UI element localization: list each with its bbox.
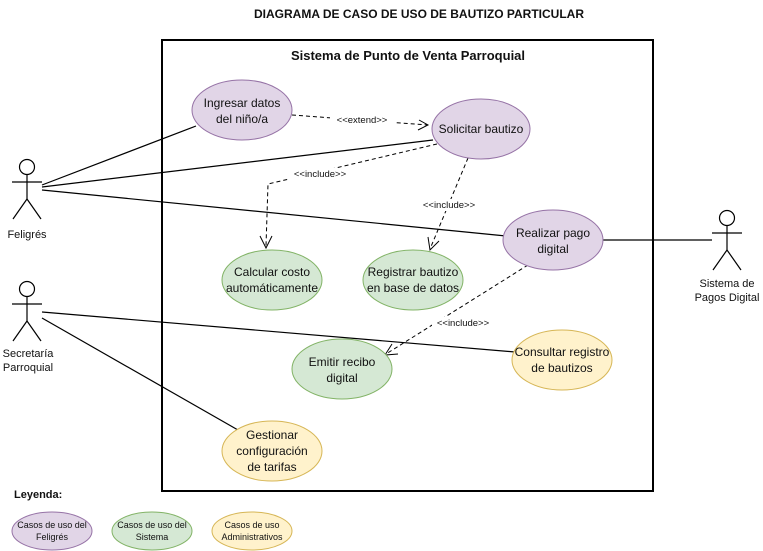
extend-line bbox=[291, 114, 429, 126]
use-case-calcular-line1: Calcular costo bbox=[234, 265, 310, 279]
actor-feligres-label: Feligrés bbox=[7, 229, 47, 241]
legend-title: Leyenda: bbox=[14, 489, 62, 501]
legend-item-sistema-line2: Sistema bbox=[136, 532, 169, 542]
include-calcular-line bbox=[265, 143, 438, 247]
include-label-bg-1 bbox=[289, 168, 351, 180]
use-case-calcular[interactable]: Calcular costo automáticamente bbox=[221, 249, 323, 311]
include-registrar-arrowhead bbox=[427, 236, 440, 252]
actor-pagos-line1: Sistema de bbox=[699, 278, 754, 290]
legend-item-feligres-line1: Casos de uso del bbox=[17, 520, 87, 530]
include-label-emitir: <<include>> bbox=[437, 318, 490, 329]
use-case-solicitar[interactable]: Solicitar bautizo bbox=[431, 98, 531, 160]
include-label-registrar: <<include>> bbox=[423, 200, 476, 211]
actor-feligres[interactable]: Feligrés bbox=[7, 158, 47, 242]
legend-swatch-feligres bbox=[11, 511, 93, 551]
include-label-calcular: <<include>> bbox=[294, 169, 347, 180]
use-case-registrar-line1: Registrar bautizo bbox=[368, 265, 459, 279]
actor-pagos[interactable]: Sistema de Pagos Digital bbox=[695, 209, 760, 305]
legend-item-admin: Casos de uso Administrativos bbox=[211, 511, 293, 551]
assoc-feligres-realizar-pago bbox=[41, 189, 507, 237]
use-case-gestionar-shape bbox=[221, 420, 323, 482]
use-case-gestionar-line3: de tarifas bbox=[247, 460, 296, 474]
include-calcular-arrowhead bbox=[259, 235, 273, 250]
use-case-realizar-pago-line1: Realizar pago bbox=[516, 226, 590, 240]
use-case-gestionar-line2: configuración bbox=[236, 444, 307, 458]
legend-item-sistema-line1: Casos de uso del bbox=[117, 520, 187, 530]
assoc-feligres-solicitar bbox=[41, 139, 434, 188]
stick-figure-icon bbox=[12, 280, 42, 342]
extend-label: <<extend>> bbox=[337, 115, 388, 126]
use-case-emitir-line1: Emitir recibo bbox=[309, 355, 376, 369]
use-case-solicitar-shape bbox=[431, 98, 531, 160]
use-case-registrar-shape bbox=[362, 249, 464, 311]
legend-item-feligres-line2: Feligrés bbox=[36, 532, 69, 542]
use-case-ingresar[interactable]: Ingresar datos del niño/a bbox=[191, 79, 293, 141]
extend-label-bg bbox=[330, 114, 394, 126]
extend-arrowhead bbox=[417, 119, 430, 131]
use-case-ingresar-line2: del niño/a bbox=[216, 112, 268, 126]
use-case-consultar-line1: Consultar registro bbox=[515, 345, 610, 359]
use-case-gestionar-line1: Gestionar bbox=[246, 428, 298, 442]
system-title: Sistema de Punto de Venta Parroquial bbox=[291, 48, 525, 63]
use-case-registrar-line2: en base de datos bbox=[367, 281, 459, 295]
use-case-ingresar-line1: Ingresar datos bbox=[204, 96, 281, 110]
actor-secretaria[interactable]: Secretaría Parroquial bbox=[3, 280, 55, 375]
use-case-registrar[interactable]: Registrar bautizo en base de datos bbox=[362, 249, 464, 311]
use-case-emitir[interactable]: Emitir recibo digital bbox=[291, 338, 393, 400]
use-case-realizar-pago-line2: digital bbox=[537, 242, 568, 256]
stick-figure-icon bbox=[712, 209, 742, 271]
legend-item-feligres: Casos de uso del Feligrés bbox=[11, 511, 93, 551]
legend: Leyenda: Casos de uso del Feligrés Casos… bbox=[11, 489, 293, 551]
use-case-consultar-line2: de bautizos bbox=[531, 361, 592, 375]
use-case-gestionar[interactable]: Gestionar configuración de tarifas bbox=[221, 420, 323, 482]
legend-swatch-sistema bbox=[111, 511, 193, 551]
actor-secretaria-line2: Parroquial bbox=[3, 362, 53, 374]
use-case-emitir-shape bbox=[291, 338, 393, 400]
include-label-bg-3 bbox=[432, 317, 494, 329]
use-case-calcular-line2: automáticamente bbox=[226, 281, 318, 295]
use-case-ingresar-shape bbox=[191, 79, 293, 141]
associations bbox=[41, 125, 712, 431]
diagram-title: DIAGRAMA DE CASO DE USO DE BAUTIZO PARTI… bbox=[254, 7, 584, 21]
use-case-consultar-shape bbox=[511, 329, 613, 391]
actor-secretaria-line1: Secretaría bbox=[3, 348, 55, 360]
legend-item-admin-line1: Casos de uso bbox=[224, 520, 279, 530]
assoc-feligres-ingresar bbox=[41, 125, 197, 186]
legend-swatch-admin bbox=[211, 511, 293, 551]
use-case-realizar-pago-shape bbox=[502, 209, 604, 271]
use-case-emitir-line2: digital bbox=[326, 371, 357, 385]
stick-figure-icon bbox=[12, 158, 42, 220]
legend-item-sistema: Casos de uso del Sistema bbox=[111, 511, 193, 551]
use-case-solicitar-line1: Solicitar bautizo bbox=[439, 122, 524, 136]
legend-item-admin-line2: Administrativos bbox=[221, 532, 283, 542]
relation-labels: <<extend>> <<include>> <<include>> <<inc… bbox=[289, 114, 494, 329]
include-label-bg-2 bbox=[418, 199, 480, 211]
use-case-realizar-pago[interactable]: Realizar pago digital bbox=[502, 209, 604, 271]
use-case-calcular-shape bbox=[221, 249, 323, 311]
assoc-secretaria-gestionar bbox=[41, 317, 239, 431]
actor-pagos-line2: Pagos Digital bbox=[695, 292, 760, 304]
assoc-secretaria-consultar bbox=[41, 311, 516, 353]
use-case-consultar[interactable]: Consultar registro de bautizos bbox=[511, 329, 613, 391]
